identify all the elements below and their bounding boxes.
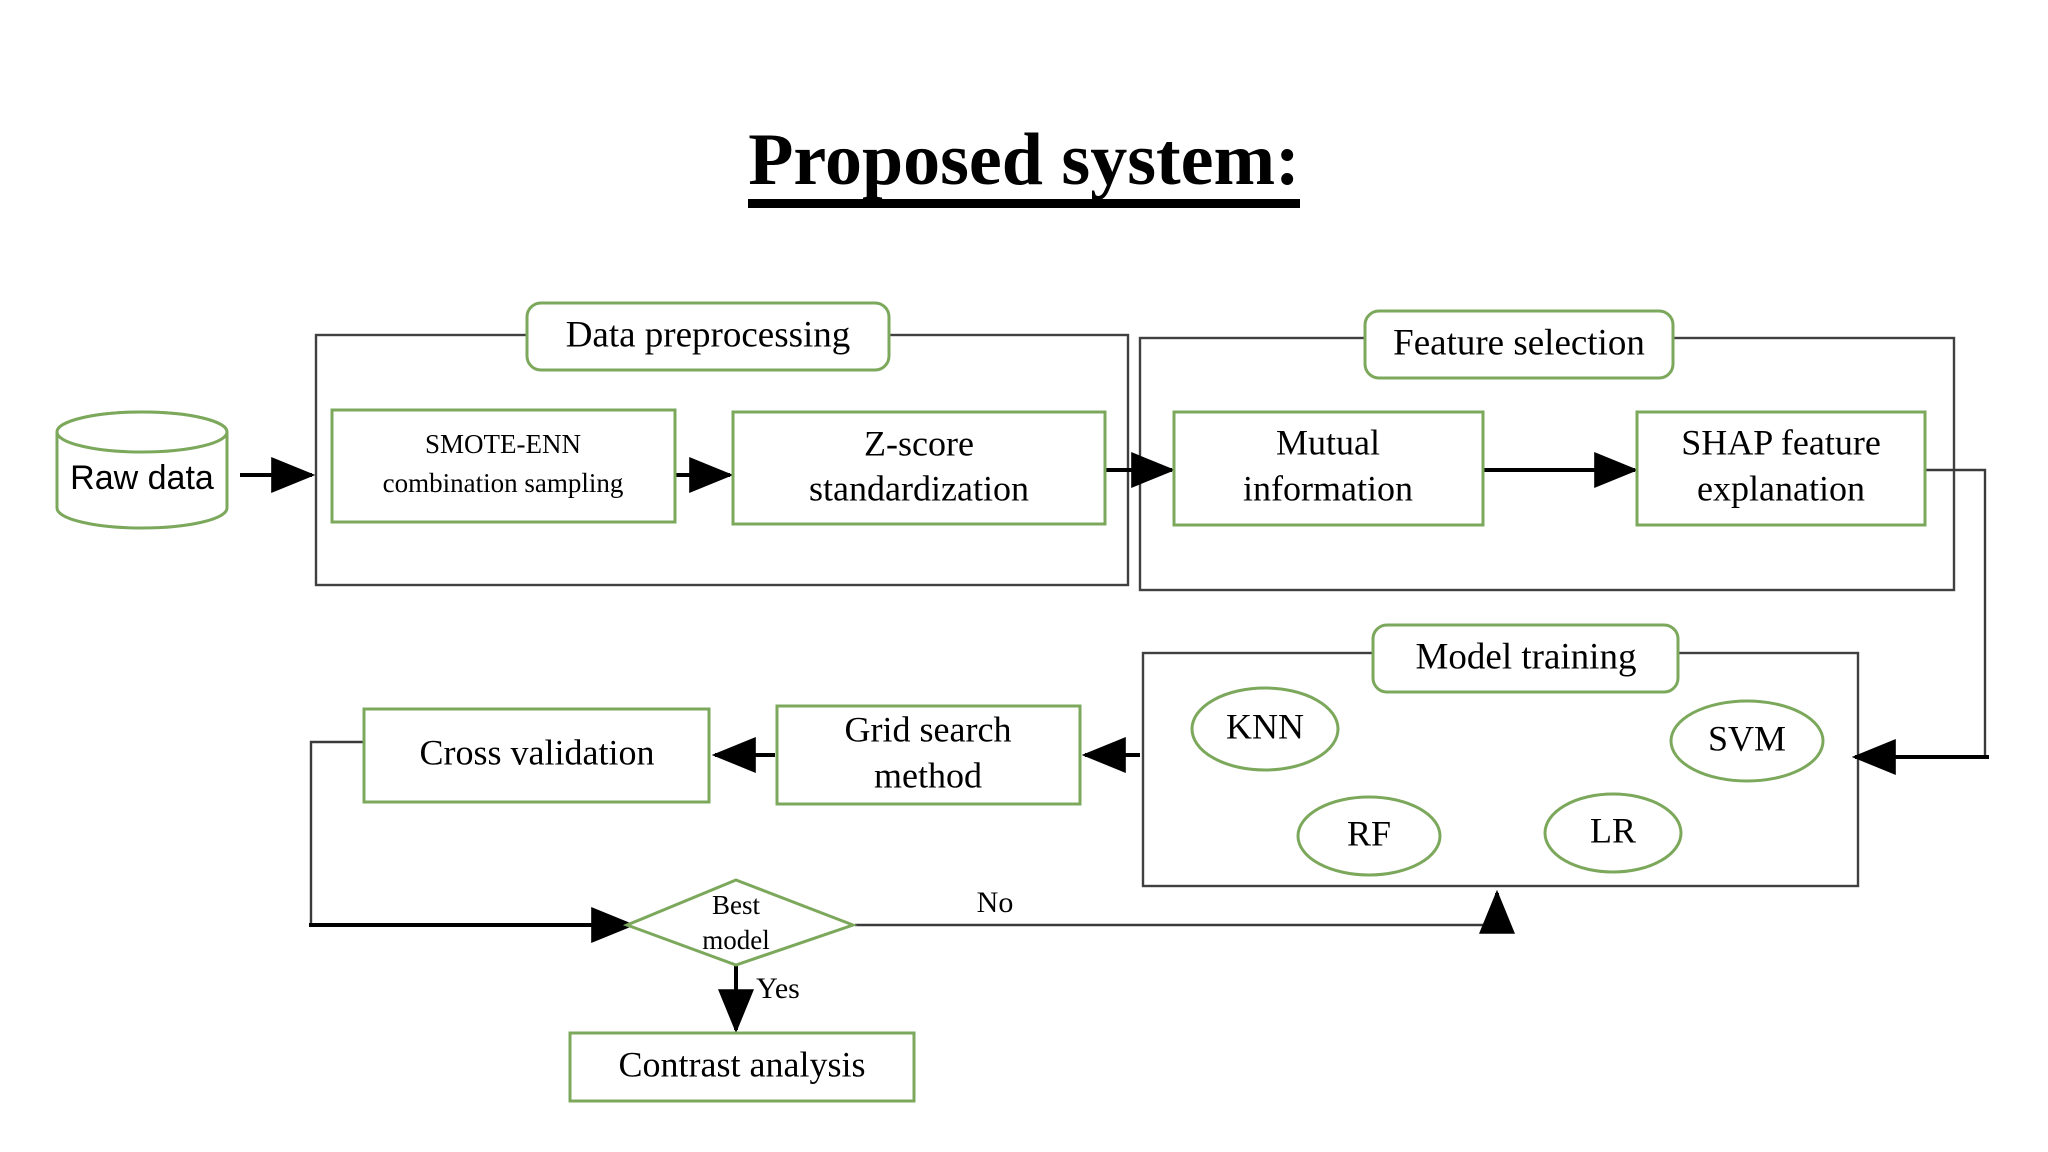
node-svm-label: SVM — [1708, 718, 1786, 758]
node-rf[interactable]: RF — [1296, 795, 1442, 877]
node-knn[interactable]: KNN — [1190, 686, 1340, 772]
node-z-score-box — [731, 410, 1107, 526]
node-shap-feature-explanation-label-line1: SHAP feature — [1681, 422, 1881, 462]
node-smote-enn-label-line2: combination sampling — [383, 468, 624, 498]
group-title-label-model-training: Model training — [1416, 636, 1637, 677]
node-grid-search-label-line1: Grid search — [845, 709, 1012, 749]
group-title-chip-feature-selection — [1363, 309, 1675, 380]
node-rf-label: RF — [1347, 813, 1391, 853]
node-best-model-label-line2: model — [702, 925, 770, 955]
node-z-score-label-line1: Z-score — [864, 423, 974, 463]
edge-shap-to-modeltraining — [1925, 468, 1987, 757]
edge-label-yes: Yes — [756, 972, 800, 1005]
node-best-model-label-line1: Best — [712, 890, 761, 920]
cylinder-top-ellipse — [55, 410, 229, 454]
group-title-chip-model-training — [1371, 623, 1680, 694]
node-raw-data-label: Raw data — [70, 459, 214, 497]
edge-label-no: No — [977, 886, 1014, 919]
node-mutual-information-label-line1: Mutual — [1276, 422, 1380, 462]
node-shap-feature-explanation-label-line2: explanation — [1697, 468, 1865, 508]
node-mutual-information[interactable]: Mutual information — [1172, 410, 1485, 527]
node-rf-ellipse — [1296, 795, 1442, 877]
node-knn-label: KNN — [1226, 706, 1304, 746]
node-grid-search[interactable]: Grid search method — [775, 704, 1082, 806]
node-shap-feature-explanation-box — [1635, 410, 1927, 527]
group-title-label-feature-selection: Feature selection — [1393, 322, 1645, 363]
node-z-score[interactable]: Z-score standardization — [731, 410, 1107, 526]
node-contrast-analysis-box — [568, 1031, 916, 1103]
node-svm-ellipse — [1669, 699, 1825, 783]
node-smote-enn-box — [330, 408, 677, 524]
node-smote-enn-label-line1: SMOTE-ENN — [425, 429, 581, 459]
group-title-data-preprocessing: Data preprocessing — [525, 301, 891, 372]
group-title-label-data-preprocessing: Data preprocessing — [566, 314, 851, 355]
node-smote-enn[interactable]: SMOTE-ENN combination sampling — [330, 408, 677, 524]
node-contrast-analysis[interactable]: Contrast analysis — [568, 1031, 916, 1103]
node-shap-feature-explanation[interactable]: SHAP feature explanation — [1635, 410, 1927, 527]
node-cross-validation-label: Cross validation — [420, 732, 655, 772]
edge-crossvalidation-to-bestmodel — [309, 740, 366, 925]
node-lr-label: LR — [1590, 810, 1636, 850]
node-raw-data[interactable]: Raw data — [55, 410, 229, 530]
node-best-model-diamond — [622, 878, 858, 967]
node-lr[interactable]: LR — [1543, 792, 1683, 874]
node-grid-search-box — [775, 704, 1082, 806]
node-lr-ellipse — [1543, 792, 1683, 874]
node-best-model[interactable]: Best model — [622, 878, 858, 967]
node-cross-validation[interactable]: Cross validation — [362, 707, 711, 804]
page-title-text: Proposed system: — [748, 123, 1300, 208]
node-contrast-analysis-label: Contrast analysis — [619, 1044, 866, 1084]
node-mutual-information-box — [1172, 410, 1485, 527]
node-z-score-label-line2: standardization — [809, 468, 1029, 508]
node-mutual-information-label-line2: information — [1243, 468, 1413, 508]
page-title: Proposed system: — [0, 118, 2048, 208]
node-svm[interactable]: SVM — [1669, 699, 1825, 783]
group-title-model-training: Model training — [1371, 623, 1680, 694]
group-title-feature-selection: Feature selection — [1363, 309, 1675, 380]
group-title-chip-data-preprocessing — [525, 301, 891, 372]
node-cross-validation-box — [362, 707, 711, 804]
node-grid-search-label-line2: method — [874, 755, 982, 795]
node-knn-ellipse — [1190, 686, 1340, 772]
